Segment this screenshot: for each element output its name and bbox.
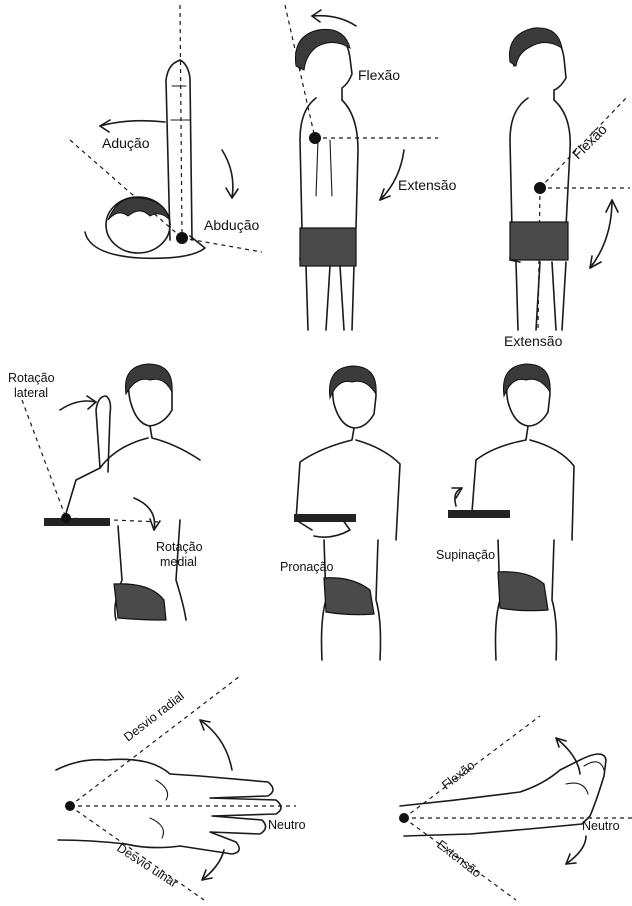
trunks-5 bbox=[498, 572, 548, 611]
torso-front-2 bbox=[554, 100, 570, 226]
adduction-reference-line bbox=[70, 140, 182, 238]
extensao-shoulder-label: Extensão bbox=[398, 177, 457, 193]
hand-outline bbox=[56, 759, 281, 854]
extension-arrow bbox=[566, 836, 586, 864]
panel-pronation: Pronação bbox=[280, 366, 400, 660]
trunks-2 bbox=[510, 222, 568, 260]
panel-supination: Supinação bbox=[436, 364, 574, 660]
extensao-elbow-label: Extensão bbox=[504, 333, 563, 349]
hair-front-3 bbox=[503, 364, 550, 396]
elbow-pivot bbox=[534, 182, 546, 194]
desvio-ulnar-label: Desvio ulnar bbox=[114, 841, 180, 891]
shoulder-pivot bbox=[176, 232, 188, 244]
neutro-left-label: Neutro bbox=[268, 818, 306, 832]
abducao-label: Abdução bbox=[204, 217, 259, 233]
lateral-arrowhead bbox=[87, 396, 96, 409]
trunks bbox=[300, 228, 356, 266]
hair-profile bbox=[295, 29, 350, 70]
rotacao-medial-label-2: medial bbox=[160, 555, 197, 569]
radial-arrow bbox=[200, 720, 232, 770]
finger-detail bbox=[566, 762, 604, 794]
shoulder-pivot-side bbox=[309, 132, 321, 144]
wrist-pivot-right bbox=[399, 813, 409, 823]
hand-detail bbox=[150, 780, 168, 838]
lateral-arrow bbox=[60, 401, 96, 410]
aducao-label: Adução bbox=[102, 135, 150, 151]
pronation-bar bbox=[294, 514, 356, 522]
trunks-4 bbox=[324, 578, 374, 615]
arm-side bbox=[316, 140, 332, 196]
supination-bar bbox=[448, 510, 510, 518]
rotacao-lateral-label-2: lateral bbox=[14, 386, 48, 400]
left-shoulder-arm bbox=[64, 438, 148, 520]
rotation-pivot bbox=[61, 513, 71, 523]
rotacao-medial-label-1: Rotação bbox=[156, 540, 203, 554]
legs bbox=[306, 266, 354, 330]
panel-wrist-flexion: Flexão Neutro Extensão bbox=[399, 716, 632, 900]
ulnar-arrow bbox=[202, 850, 224, 880]
left-shoulder-3 bbox=[472, 426, 528, 512]
right-shoulder-3 bbox=[530, 440, 574, 540]
panel-wrist-deviation: Desvio radial Desvio ulnar Neutro bbox=[56, 676, 306, 900]
torso-front bbox=[342, 100, 358, 228]
elbow-arrowheads bbox=[590, 200, 618, 268]
flexao-shoulder-label: Flexão bbox=[358, 67, 400, 83]
rotacao-lateral-label-1: Rotação bbox=[8, 371, 55, 385]
supinacao-label: Supinação bbox=[436, 548, 495, 562]
trunks-3 bbox=[114, 584, 166, 620]
raised-arm bbox=[166, 60, 192, 240]
extensao-wrist-label: Extensão bbox=[434, 837, 484, 880]
vertical-reference-line bbox=[180, 5, 182, 238]
panel-shoulder-flexion: Flexão Extensão bbox=[285, 5, 457, 330]
pronacao-label: Pronação bbox=[280, 560, 334, 574]
flexao-elbow-label: Flexão bbox=[569, 121, 610, 162]
wrist-pivot-left bbox=[65, 801, 75, 811]
right-shoulder bbox=[150, 426, 200, 460]
legs-2 bbox=[516, 262, 566, 330]
desvio-radial-label: Desvio radial bbox=[121, 689, 187, 745]
hair-profile-2 bbox=[510, 28, 563, 66]
hair-top-view bbox=[108, 198, 170, 220]
panel-elbow-flexion: Flexão Extensão bbox=[504, 28, 630, 349]
neutro-right-label: Neutro bbox=[582, 819, 620, 833]
flexao-wrist-label: Flexão bbox=[439, 758, 477, 792]
panel-shoulder-rotation: Rotação lateral Rotação medial bbox=[8, 364, 203, 620]
panel-shoulder-abduction: Adução Abdução bbox=[70, 5, 262, 258]
right-shoulder-2 bbox=[356, 440, 400, 540]
hair-front-2 bbox=[329, 366, 376, 398]
aducao-arrow bbox=[100, 121, 165, 126]
raised-forearm bbox=[96, 396, 111, 472]
rotation-lateral-line bbox=[22, 400, 66, 518]
radial-deviation-line bbox=[70, 676, 240, 806]
elbow-arrow bbox=[590, 200, 612, 268]
aducao-arrowhead bbox=[100, 120, 110, 132]
flexion-arrow bbox=[556, 738, 580, 774]
forearm-hand bbox=[400, 754, 606, 836]
hair-front bbox=[125, 364, 172, 394]
forearm-bar bbox=[44, 518, 110, 526]
flexion-reference-line bbox=[285, 5, 315, 138]
